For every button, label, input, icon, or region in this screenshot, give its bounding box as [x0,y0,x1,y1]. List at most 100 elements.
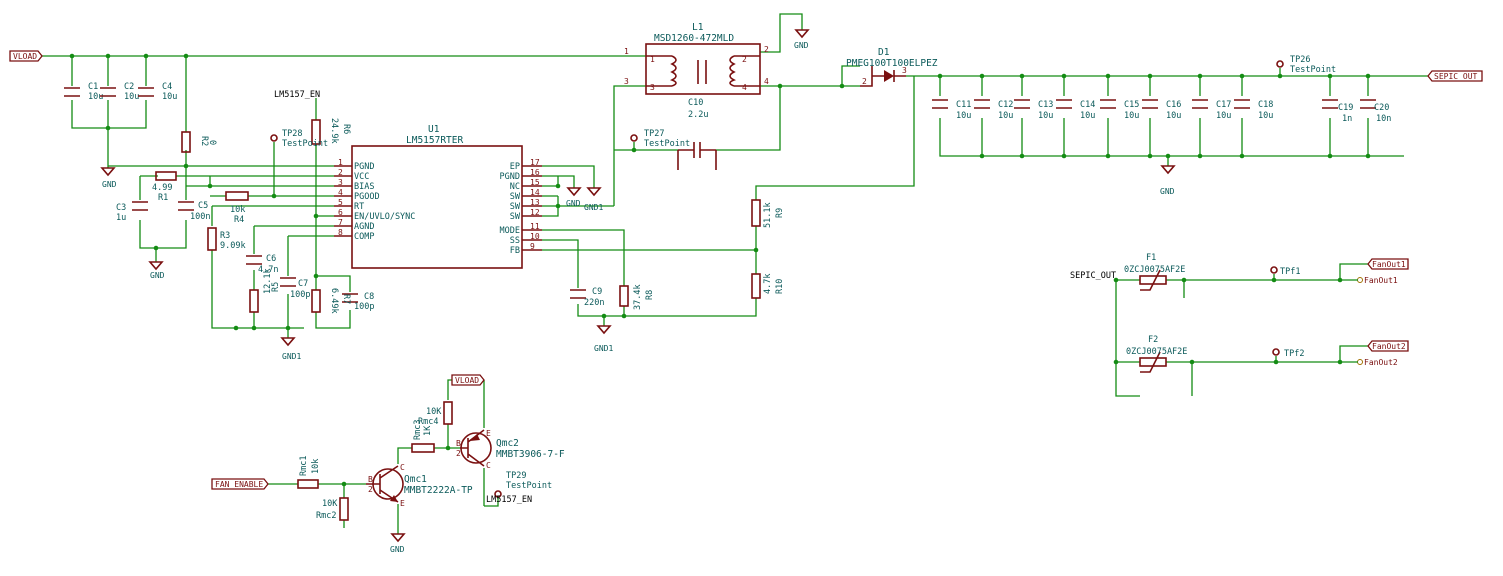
svg-text:Rmc2: Rmc2 [316,511,336,521]
svg-text:17: 17 [530,158,540,167]
net-flag-fan-enable: FAN_ENABLE [211,478,269,490]
svg-text:C3: C3 [116,203,126,213]
transistor-qmc2: Qmc2 MMBT3906-7-F B 2 E C [456,429,565,470]
svg-text:MMBT2222A-TP: MMBT2222A-TP [404,485,473,496]
svg-text:10u: 10u [956,111,971,121]
wires [42,13,1428,534]
ground-icon: GND [566,187,582,208]
svg-text:10u: 10u [162,92,177,102]
svg-text:SS: SS [510,236,520,246]
svg-text:10k: 10k [230,205,245,215]
svg-text:SW: SW [510,212,521,222]
ground-symbols: GND GND GND1 GND GND1 GND1 GND GND GND [100,29,1176,554]
svg-text:LM5157RTER: LM5157RTER [406,135,463,146]
svg-text:C: C [486,461,491,470]
svg-text:SEPIC_OUT: SEPIC_OUT [1434,72,1478,81]
svg-text:13: 13 [530,198,540,207]
svg-text:Rmc4: Rmc4 [418,417,438,427]
svg-text:TP27: TP27 [644,129,664,139]
svg-text:C4: C4 [162,82,172,92]
svg-text:COMP: COMP [354,232,374,242]
svg-text:10u: 10u [1124,111,1139,121]
svg-text:TP28: TP28 [282,129,302,139]
resistor-r2: 0 R2 [181,131,217,153]
svg-text:FanOut2: FanOut2 [1372,342,1406,351]
resistor-r6: 24.9k R6 [311,118,351,145]
svg-text:Qmc2: Qmc2 [496,438,519,449]
svg-text:RT: RT [354,202,364,212]
svg-text:Rmc3: Rmc3 [413,420,423,440]
svg-text:TestPoint: TestPoint [506,481,552,491]
svg-text:2: 2 [862,77,867,86]
svg-text:MODE: MODE [500,226,520,236]
svg-text:4: 4 [764,77,769,86]
svg-text:FanOut1: FanOut1 [1364,276,1398,285]
svg-text:1: 1 [650,55,655,64]
svg-text:0ZCJ0075AF2E: 0ZCJ0075AF2E [1124,265,1185,275]
svg-text:TPf1: TPf1 [1280,267,1300,277]
svg-text:GND: GND [794,41,809,50]
svg-text:VCC: VCC [354,172,369,182]
svg-text:2: 2 [764,45,769,54]
svg-text:D1: D1 [878,47,890,58]
svg-text:100p: 100p [290,290,310,300]
svg-text:TestPoint: TestPoint [282,139,328,149]
svg-text:TestPoint: TestPoint [644,139,690,149]
svg-text:R1: R1 [158,193,168,203]
svg-text:4.99: 4.99 [152,183,172,193]
svg-text:1n: 1n [1342,114,1352,124]
svg-text:GND1: GND1 [282,352,301,361]
test-points: TP28 TestPoint TP27 TestPoint TP26 TestP… [270,55,1336,507]
resistors: 0 R2 4.99 R1 10k R4 R3 9.09k 12.1k R5 24… [152,118,785,521]
fuse-f2: F2 0ZCJ0075AF2E [1126,335,1187,373]
svg-text:E: E [486,429,491,438]
svg-text:2: 2 [338,168,343,177]
svg-text:GND: GND [390,545,405,554]
resistor-r9: 51.1k R9 [751,199,785,228]
svg-text:C10: C10 [688,98,703,108]
svg-text:Rmc1: Rmc1 [299,456,309,476]
svg-text:7: 7 [338,218,343,227]
svg-text:VLOAD: VLOAD [13,52,37,61]
svg-text:C2: C2 [124,82,134,92]
svg-text:C14: C14 [1080,100,1095,110]
svg-text:TP29: TP29 [506,471,526,481]
resistor-r4: 10k R4 [225,191,249,225]
svg-text:BIAS: BIAS [354,182,374,192]
svg-text:C13: C13 [1038,100,1053,110]
svg-text:FanOut2: FanOut2 [1364,358,1398,367]
svg-text:SW: SW [510,202,521,212]
resistor-r8: 37.4k R8 [619,284,655,310]
svg-text:C19: C19 [1338,103,1353,113]
svg-text:220n: 220n [584,298,604,308]
net-flag-vload-left: VLOAD [9,50,43,62]
svg-text:C16: C16 [1166,100,1181,110]
net-label-sepic-out: SEPIC_OUT [1070,271,1116,281]
net-label-lm5157-en-driver: LM5157_EN [486,495,532,505]
svg-text:PGOOD: PGOOD [354,192,380,202]
u1-pin-13: 13 SW [510,198,542,212]
svg-text:37.4k: 37.4k [633,284,643,310]
svg-text:6.49k: 6.49k [329,288,339,314]
svg-text:L1: L1 [692,22,704,33]
svg-text:E: E [400,499,405,508]
testpoint-tp29: TP29 TestPoint [484,471,552,507]
svg-text:3: 3 [902,66,907,75]
fuses: F1 0ZCJ0075AF2E F2 0ZCJ0075AF2E [1124,253,1187,373]
svg-text:MSD1260-472MLD: MSD1260-472MLD [654,33,734,44]
